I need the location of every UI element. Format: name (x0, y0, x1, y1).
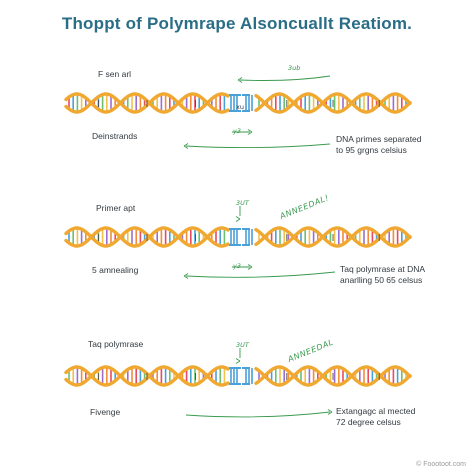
backbone-strand-upper (254, 365, 412, 387)
stage-1-top-note: 3ub (288, 64, 301, 72)
helix-segment-right (254, 226, 412, 248)
stage-1-gap-arrow-head (247, 129, 253, 135)
stage-1-caption-arrow-head (183, 143, 189, 149)
helix-segment-left (64, 365, 230, 387)
stage-1-top-arrow-head (237, 77, 243, 83)
stage-3-caption-arrow (185, 411, 331, 418)
stage-3-caption-arrow-head (327, 409, 333, 415)
stage-2-small-note: y3 (233, 262, 241, 270)
diagram-title: Thoppt of Polymrape Alsoncuallt Reatiom. (61, 14, 413, 33)
stage-2-vertical-note: 3UT (236, 199, 249, 207)
primer-block (229, 367, 241, 385)
stage-1-small-note: y3 (233, 127, 241, 135)
stage-2-helix (64, 226, 412, 248)
backbone-strand-lower (254, 92, 412, 114)
stage-1-left-caption: Deinstrands (92, 131, 138, 141)
stage-3-down-arrow-head (235, 358, 241, 364)
primer-block (242, 94, 253, 112)
stage-2-left-caption: 5 amnealing (92, 265, 139, 275)
stage-2-down-arrow-head (235, 216, 241, 222)
stage-1-gap-note: xu (236, 103, 244, 111)
stage-1-caption-arrow (185, 143, 331, 149)
stage-1-step-label: F sen arl (98, 69, 132, 79)
stage-3-left-caption: Fivenge (90, 407, 121, 417)
backbone-strand-lower (254, 365, 412, 387)
backbone-strand-upper (254, 92, 412, 114)
stage-1-right-caption: DNA primes separated to 95 grgns celsius (336, 134, 422, 155)
primer-block (229, 94, 241, 112)
footer-credit: © Foootoot.com (416, 461, 466, 468)
stage-3-step-label: Taq polymrase (88, 339, 144, 349)
stage-2-step-label: Primer apt (96, 203, 136, 213)
helix-segment-right (254, 365, 412, 387)
stage-2-caption-arrow (185, 271, 336, 278)
stage-2-right-caption: Taq polymrase at DNA anarlling 50 65 cel… (340, 264, 426, 285)
helix-segment-left (64, 226, 230, 248)
helix-segment-right (254, 92, 412, 114)
stage-2-gap-arrow-head (247, 264, 253, 270)
primer-block (242, 367, 253, 385)
stage-1-top-arrow (239, 75, 331, 81)
stage-2-caption-arrow-head (183, 273, 189, 279)
primer-block (242, 228, 253, 246)
stage-1-helix (64, 92, 412, 114)
primer-block (229, 228, 241, 246)
stage-3-helix (64, 365, 412, 387)
backbone-strand-lower (254, 226, 412, 248)
stage-3-vertical-note: 3UT (236, 341, 249, 349)
backbone-strand-upper (254, 226, 412, 248)
helix-segment-left (64, 92, 230, 114)
stage-3-right-caption: Extangagc al mected 72 degree celsus (336, 406, 416, 427)
